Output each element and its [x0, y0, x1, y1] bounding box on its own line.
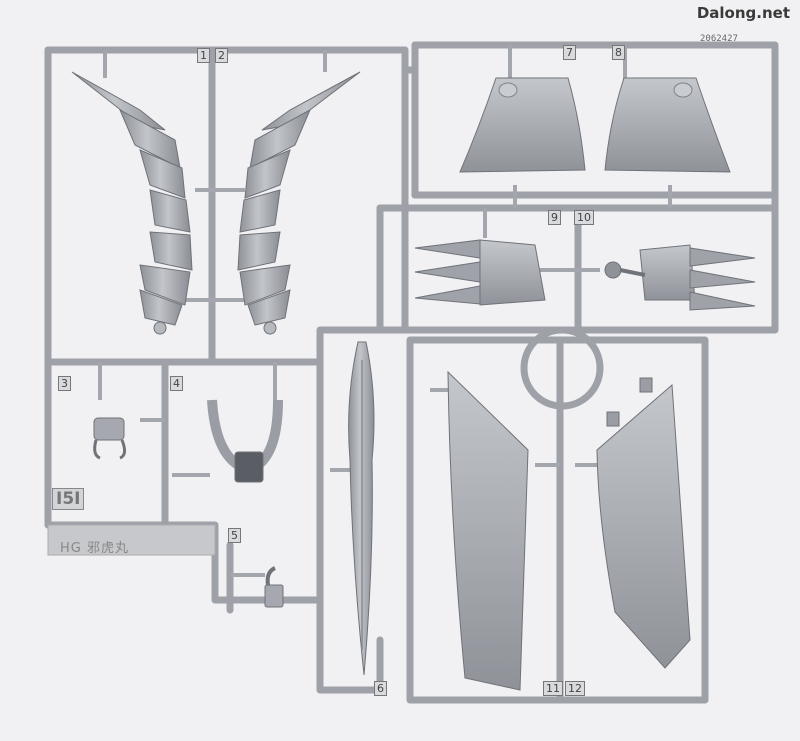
horn-part-left: [71, 71, 193, 335]
part-number-11: 11: [543, 681, 563, 696]
cable-part: [207, 399, 283, 483]
sprue-id-stamp: I5I: [52, 488, 85, 510]
shield-part-left: [447, 370, 529, 691]
part-number-10: 10: [574, 210, 594, 225]
small-joint-part: [93, 417, 127, 460]
claw-part-right: [604, 244, 756, 311]
sword-part: [348, 341, 375, 676]
lot-code: 2062427: [700, 34, 738, 44]
part-number-4: 4: [170, 376, 183, 391]
connector-gates: [98, 45, 672, 577]
shield-part-right: [596, 377, 691, 669]
part-number-12: 12: [565, 681, 585, 696]
part-number-1: 1: [197, 48, 210, 63]
sprue-nameplate-text: HG 邪虎丸: [60, 541, 129, 556]
bell-part-left: [459, 77, 586, 173]
part-number-6: 6: [374, 681, 387, 696]
part-number-2: 2: [215, 48, 228, 63]
part-number-8: 8: [612, 45, 625, 60]
peg-part: [264, 566, 284, 608]
bell-part-right: [604, 77, 731, 173]
watermark-text: Dalong.net: [696, 4, 790, 22]
claw-part-left: [414, 239, 546, 306]
part-number-3: 3: [58, 376, 71, 391]
part-number-7: 7: [563, 45, 576, 60]
part-number-9: 9: [548, 210, 561, 225]
nameplate: [47, 524, 216, 556]
part-number-5: 5: [228, 528, 241, 543]
horn-part-right: [237, 71, 361, 335]
